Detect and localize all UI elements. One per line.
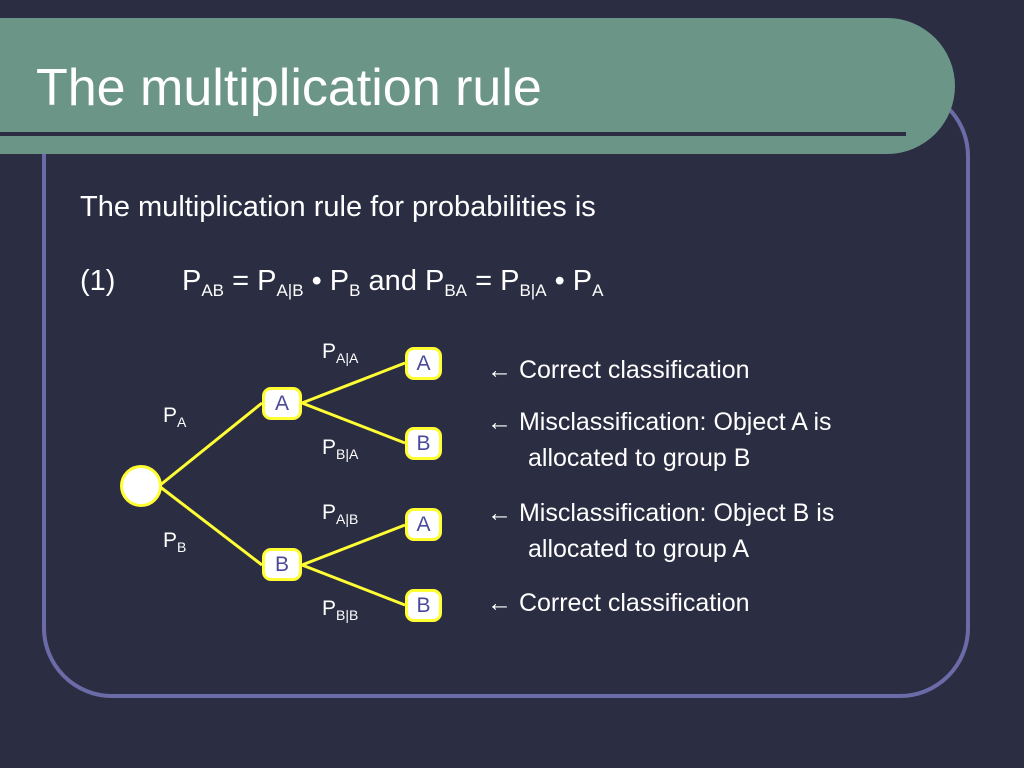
node-leaf-ba: A: [405, 508, 442, 541]
label-p-a: PA: [163, 404, 187, 430]
node-leaf-bb: B: [405, 589, 442, 622]
edge-b-a: [301, 523, 406, 567]
title-bar: The multiplication rule: [0, 18, 955, 154]
label-p-a-given-a: PA|A: [322, 340, 359, 366]
node-level1-a: A: [262, 387, 302, 420]
edge-a-a: [301, 361, 406, 405]
node-leaf-aa: A: [405, 347, 442, 380]
edge-root-b: [158, 484, 263, 567]
slide-title: The multiplication rule: [36, 59, 542, 117]
label-p-b: PB: [163, 529, 187, 555]
intro-text: The multiplication rule for probabilitie…: [80, 191, 596, 223]
edge-root-a: [158, 401, 263, 488]
label-p-b-given-b: PB|B: [322, 597, 359, 623]
node-level1-b: B: [262, 548, 302, 581]
edge-a-b: [301, 401, 406, 445]
equation-number: (1): [80, 265, 116, 297]
label-p-b-given-a: PB|A: [322, 436, 359, 462]
note-correct-classification-a: ← Correct classification: [487, 356, 750, 384]
tree-root-node: [120, 465, 162, 507]
multiplication-rule-equation: PAB = PA|B • PB and PBA = PB|A • PA: [182, 265, 604, 300]
node-leaf-ab: B: [405, 427, 442, 460]
note-correct-classification-b: ← Correct classification: [487, 589, 750, 617]
label-p-a-given-b: PA|B: [322, 501, 359, 527]
edge-b-b: [301, 563, 406, 607]
title-underline: [0, 132, 906, 136]
